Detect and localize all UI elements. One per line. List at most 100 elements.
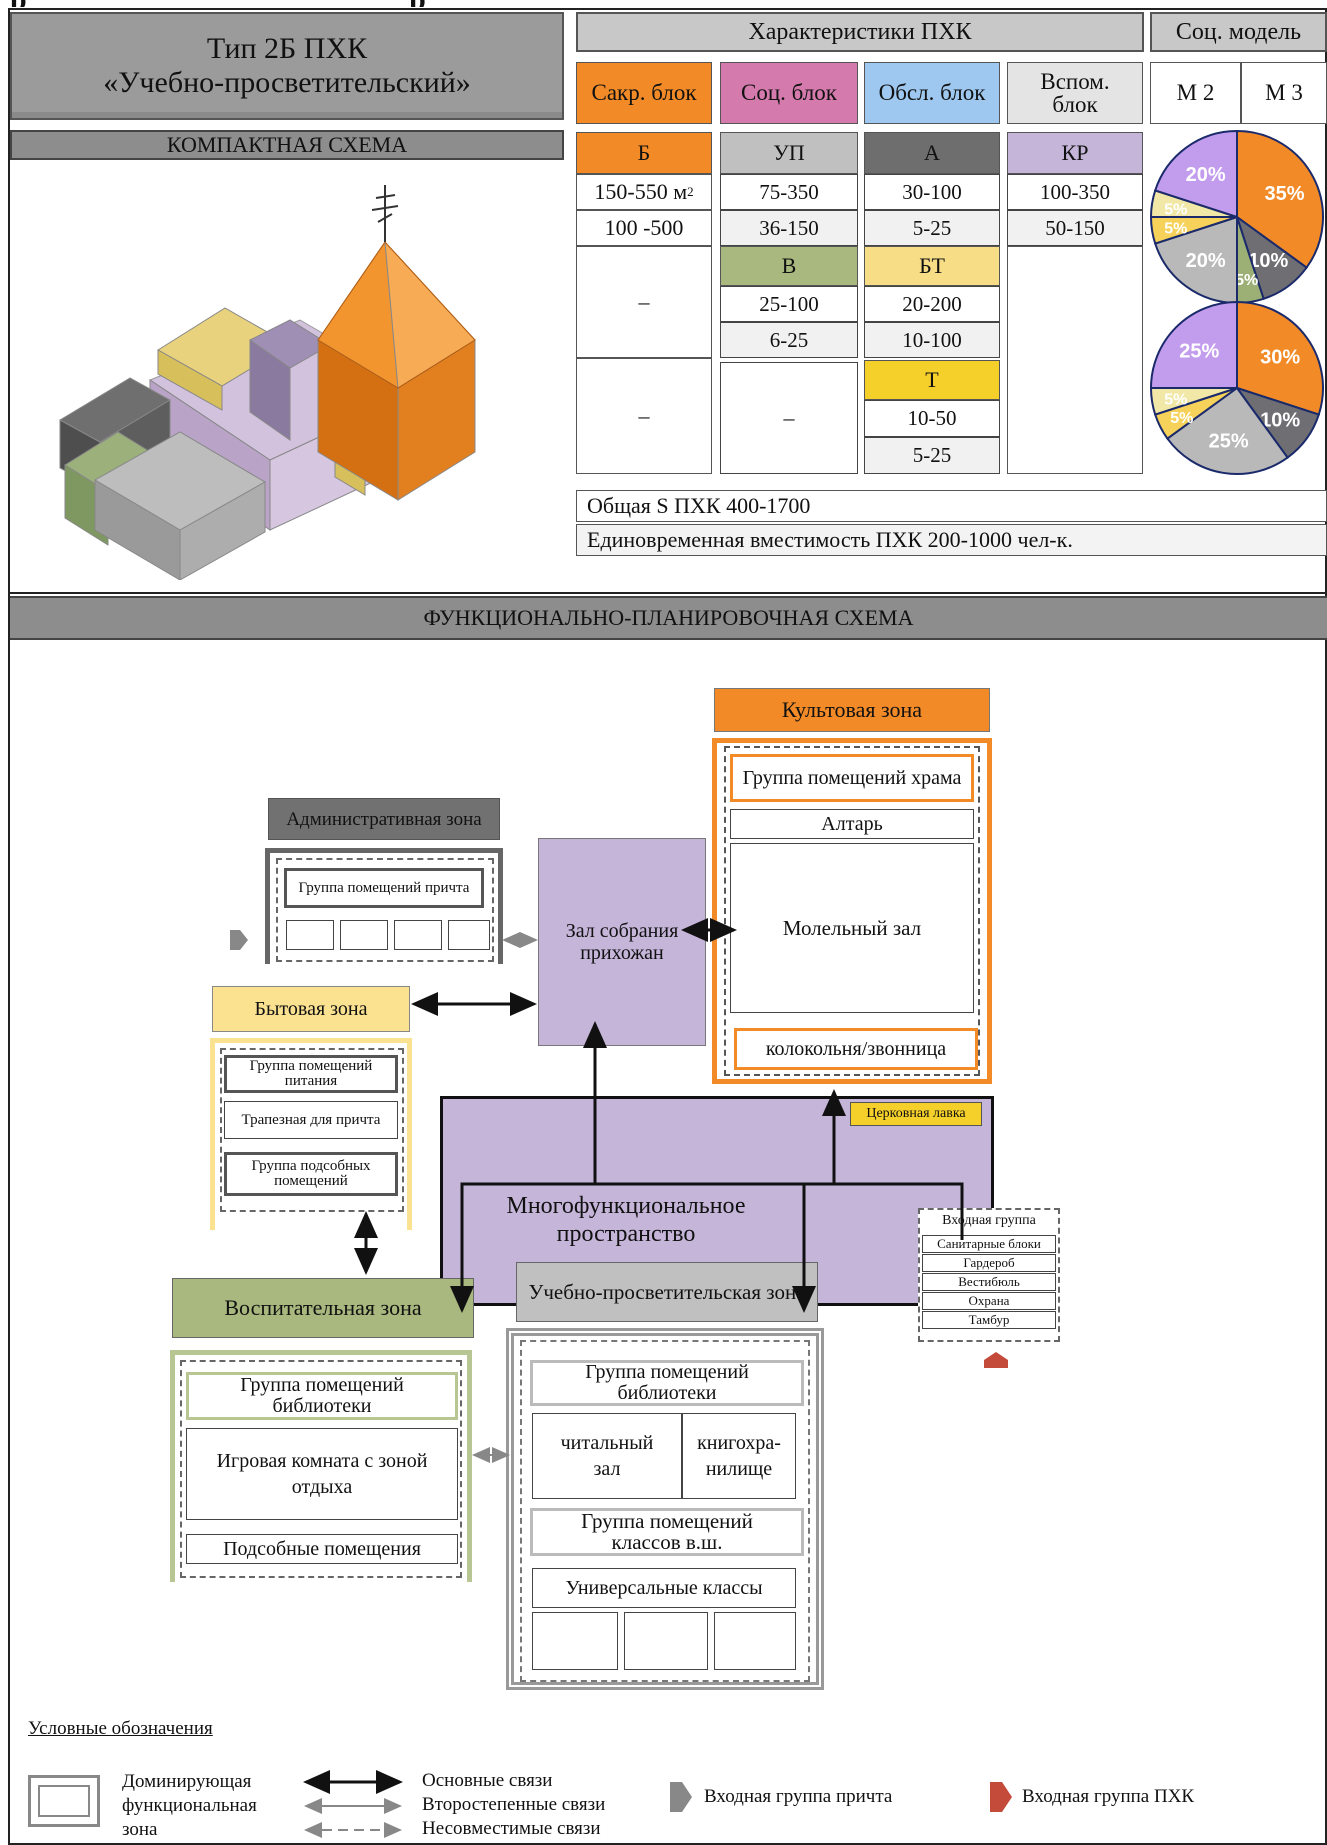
entrance-cloakroom: Гардероб bbox=[922, 1254, 1056, 1272]
bell-tower: колокольня/звонница bbox=[734, 1028, 978, 1070]
total-area-row: Общая S ПХК 400-1700 bbox=[576, 490, 1327, 522]
pie-slice bbox=[1236, 129, 1324, 269]
pie-slice-label: 10% bbox=[1248, 250, 1288, 272]
temple-group: Группа помещений храма bbox=[730, 754, 974, 802]
book-storage: книгохра-нилище bbox=[682, 1413, 796, 1499]
social-area-up: 75-350 bbox=[720, 174, 858, 210]
admin-room-4 bbox=[448, 920, 490, 950]
compact-header: КОМПАКТНАЯ СХЕМА bbox=[10, 130, 564, 160]
cult-zone-title: Культовая зона bbox=[714, 688, 990, 732]
domestic-zone-frame bbox=[210, 1038, 412, 1230]
admin-room-2 bbox=[340, 920, 388, 950]
pie-m3: 30%10%25%5%5%25% bbox=[1149, 300, 1324, 475]
edu-left-title: Воспитательная зона bbox=[172, 1278, 474, 1338]
legend-incompatible-label: Несовместимые связи bbox=[422, 1818, 601, 1839]
sacred-count: 100 -500 bbox=[576, 210, 712, 246]
aux-block-header: Вспом. блок bbox=[1007, 62, 1143, 124]
pie-slice-label: 5% bbox=[1164, 392, 1187, 409]
pie-slice bbox=[1153, 129, 1238, 219]
service-area-bt: 20-200 bbox=[864, 286, 1000, 322]
compact-scheme-illustration bbox=[58, 185, 476, 580]
service-count-a: 5-25 bbox=[864, 210, 1000, 246]
multifunctional-label: Многофункциональное пространство bbox=[506, 1193, 746, 1247]
pie-slice-label: 35% bbox=[1264, 183, 1304, 205]
altar: Алтарь bbox=[730, 809, 974, 839]
entrance-vestibule: Вестибюль bbox=[922, 1273, 1056, 1291]
aux-count: 50-150 bbox=[1007, 210, 1143, 246]
service-count-bt: 10-100 bbox=[864, 322, 1000, 358]
service-area-t: 10-50 bbox=[864, 400, 1000, 437]
model-m2: М 2 bbox=[1150, 62, 1241, 124]
social-model-header: Соц. модель bbox=[1150, 12, 1327, 52]
admin-zone-frame bbox=[265, 848, 503, 964]
building-volume bbox=[58, 185, 476, 580]
characteristics-header: Характеристики ПХК bbox=[576, 12, 1144, 52]
service-code-bt: БТ bbox=[864, 246, 1000, 286]
type-name: «Учебно-просветительский» bbox=[103, 66, 471, 99]
edu-center-title: Учебно-просветительская зона bbox=[516, 1262, 818, 1322]
reading-hall: читальный зал bbox=[532, 1413, 682, 1499]
model-m3: М 3 bbox=[1241, 62, 1327, 124]
pie-slice-label: 5% bbox=[1164, 221, 1187, 238]
church-shop: Церковная лавка bbox=[850, 1102, 982, 1126]
food-group: Группа помещений питания bbox=[224, 1055, 398, 1093]
edu-center-dashed bbox=[520, 1340, 810, 1682]
aux-code: КР bbox=[1007, 132, 1143, 174]
service-area-a: 30-100 bbox=[864, 174, 1000, 210]
service-code-t: Т bbox=[864, 360, 1000, 400]
pie-slice-label: 10% bbox=[1260, 409, 1300, 431]
sacred-dash-1: – bbox=[576, 246, 712, 358]
entrance-title: Входная группа bbox=[942, 1213, 1036, 1228]
pie-slice bbox=[1149, 300, 1238, 389]
pie-m2: 35%10%5%20%5%5%20% bbox=[1149, 129, 1324, 305]
cropped-title: р р bbox=[0, 0, 1327, 7]
legend-dominant-label: Доминирующая функциональная зона bbox=[122, 1771, 257, 1840]
legend-main-label: Основные связи bbox=[422, 1770, 553, 1791]
edu-left-dashed bbox=[180, 1360, 462, 1578]
entrance-sanitary: Санитарные блоки bbox=[922, 1235, 1056, 1253]
pie-slice bbox=[1236, 300, 1324, 416]
pie-slice-label: 25% bbox=[1209, 431, 1249, 453]
universal-classes: Универсальные классы bbox=[532, 1568, 796, 1608]
admin-room-1 bbox=[286, 920, 334, 950]
aux-area: 100-350 bbox=[1007, 174, 1143, 210]
admin-zone-title: Административная зона bbox=[268, 798, 500, 840]
pie-slice-label: 20% bbox=[1186, 164, 1226, 186]
section-divider bbox=[8, 592, 1327, 594]
entrance-tambour: Тамбур bbox=[922, 1311, 1056, 1329]
pie-slice bbox=[1166, 386, 1289, 475]
edu-center-frame bbox=[506, 1328, 824, 1690]
cult-zone-dashed bbox=[724, 746, 980, 1076]
domestic-zone-title: Бытовая зона bbox=[212, 986, 410, 1032]
prayer-hall: Молельный зал bbox=[730, 843, 974, 1013]
sacred-dash-2: – bbox=[576, 358, 712, 474]
type-title: Тип 2Б ПХК bbox=[206, 32, 368, 65]
legend-lines bbox=[303, 1770, 403, 1838]
service-block-header: Обсл. блок bbox=[864, 62, 1000, 124]
service-code-a: А bbox=[864, 132, 1000, 174]
pie-slice-label: 25% bbox=[1179, 340, 1219, 362]
classes-group: Группа помещений классов в.ш. bbox=[530, 1508, 804, 1556]
service-count-t: 5-25 bbox=[864, 437, 1000, 474]
page-frame bbox=[8, 8, 1327, 1845]
classroom-1 bbox=[532, 1612, 618, 1670]
entrance-security: Охрана bbox=[922, 1292, 1056, 1310]
admin-room-3 bbox=[394, 920, 442, 950]
social-count-v: 6-25 bbox=[720, 322, 858, 358]
clergy-rooms-group: Группа помещений причта bbox=[284, 868, 484, 908]
legend-secondary-label: Второстепенные связи bbox=[422, 1794, 606, 1815]
pie-slice-label: 5% bbox=[1235, 272, 1258, 289]
utility-rooms: Подсобные помещения bbox=[186, 1534, 458, 1564]
pie-slice-label: 30% bbox=[1260, 347, 1300, 369]
legend-title: Условные обозначения bbox=[28, 1718, 213, 1739]
social-block-header: Соц. блок bbox=[720, 62, 858, 124]
classroom-2 bbox=[624, 1612, 708, 1670]
edu-left-frame bbox=[170, 1350, 472, 1582]
pie-slice-label: 5% bbox=[1164, 201, 1187, 218]
sacred-block-header: Сакр. блок bbox=[576, 62, 712, 124]
legend-main-entry-icon bbox=[990, 1782, 1012, 1812]
legend-dominant-icon bbox=[28, 1775, 100, 1827]
social-code-v: В bbox=[720, 246, 858, 286]
legend-clergy-entry-icon bbox=[670, 1782, 692, 1812]
